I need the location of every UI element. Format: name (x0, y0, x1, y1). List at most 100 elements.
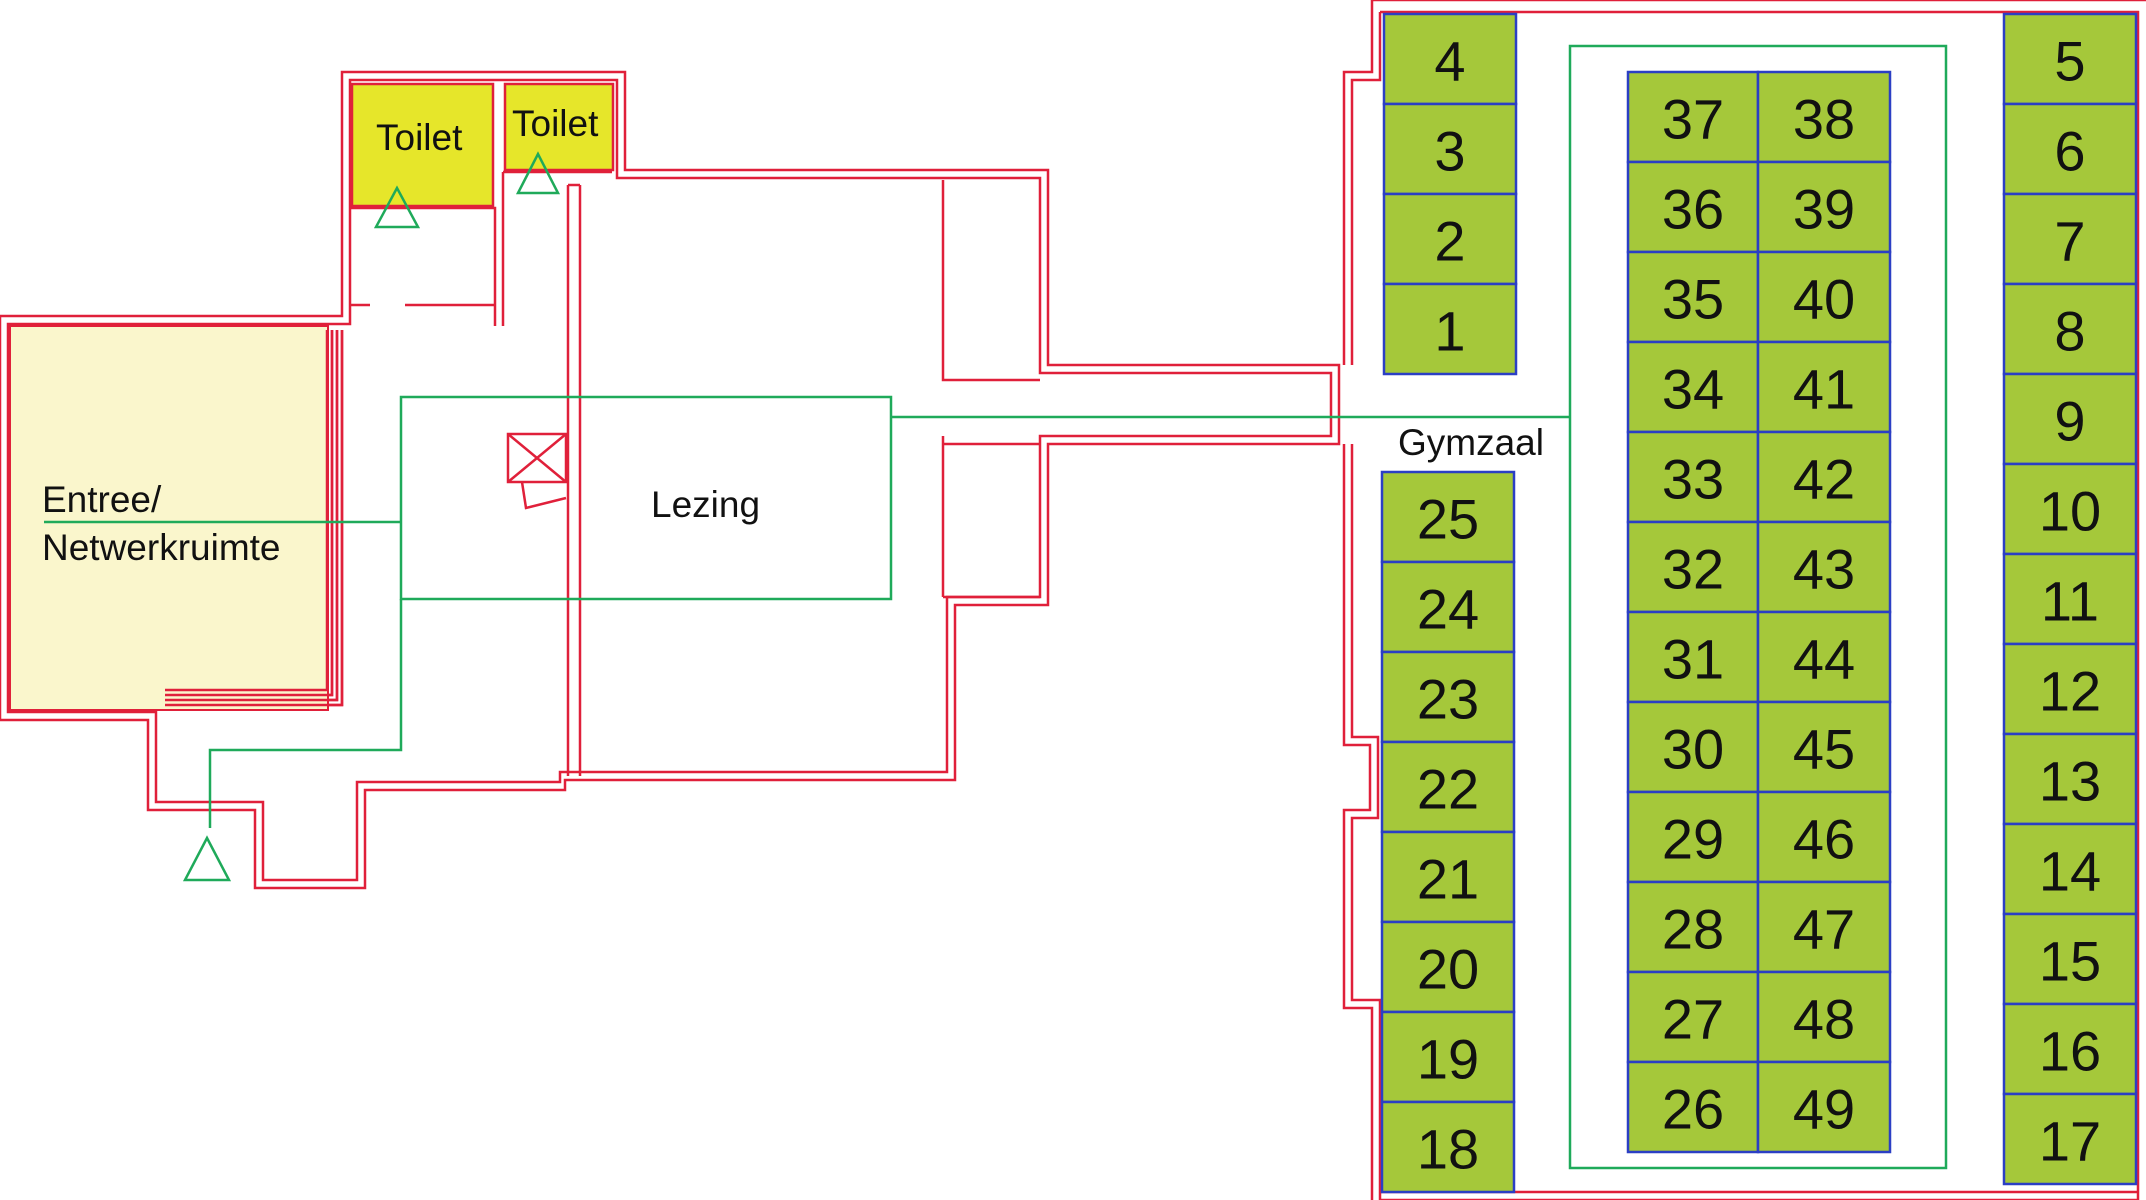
table-cell (1756, 700, 1892, 794)
table-number: 47 (1793, 898, 1855, 961)
table-number: 29 (1662, 808, 1724, 871)
access-triangle-icon (182, 835, 232, 882)
table-left-bottom-7: 18 (1380, 1100, 1516, 1194)
table-number: 15 (2039, 930, 2101, 993)
table-center-left-8: 29 (1626, 790, 1760, 884)
table-center-left-6: 31 (1626, 610, 1760, 704)
table-cell (1756, 70, 1892, 164)
table-center-left-1: 36 (1626, 160, 1760, 254)
table-number: 37 (1662, 88, 1724, 151)
table-cell (2002, 192, 2138, 286)
table-number: 26 (1662, 1078, 1724, 1141)
table-cell (2002, 462, 2138, 556)
table-left-top-2: 2 (1382, 192, 1518, 286)
table-number: 6 (2054, 120, 2085, 183)
table-number: 18 (1417, 1118, 1479, 1181)
table-center-left-11: 26 (1626, 1060, 1760, 1154)
table-number: 14 (2039, 840, 2101, 903)
table-left-top-3: 1 (1382, 282, 1518, 376)
table-left-bottom-0: 25 (1380, 470, 1516, 564)
table-left-top-0: 4 (1382, 12, 1518, 106)
table-right-10: 15 (2002, 912, 2138, 1006)
table-left-bottom-2: 23 (1380, 650, 1516, 744)
table-left-top-1: 3 (1382, 102, 1518, 196)
lezing-label: Lezing (651, 484, 760, 525)
table-center-right-4: 42 (1756, 430, 1892, 524)
table-right-8: 13 (2002, 732, 2138, 826)
table-cell (1626, 790, 1760, 884)
entree-label-line1: Entree/ (42, 479, 162, 520)
table-left-bottom-1: 24 (1380, 560, 1516, 654)
table-center-right-9: 47 (1756, 880, 1892, 974)
table-number: 20 (1417, 938, 1479, 1001)
table-number: 10 (2039, 480, 2101, 543)
table-center-right-7: 45 (1756, 700, 1892, 794)
table-cell (1626, 340, 1760, 434)
table-cell (1380, 560, 1516, 654)
table-right-5: 10 (2002, 462, 2138, 556)
table-cell (1380, 1100, 1516, 1194)
table-right-4: 9 (2002, 372, 2138, 466)
table-left-bottom-3: 22 (1380, 740, 1516, 834)
table-center-right-2: 40 (1756, 250, 1892, 344)
table-cell (1380, 920, 1516, 1014)
table-number: 43 (1793, 538, 1855, 601)
table-number: 30 (1662, 718, 1724, 781)
table-cell (1756, 250, 1892, 344)
table-cell (1382, 282, 1518, 376)
table-number: 40 (1793, 268, 1855, 331)
table-number: 38 (1793, 88, 1855, 151)
table-cell (2002, 372, 2138, 466)
table-cell (2002, 642, 2138, 736)
table-center-left-3: 34 (1626, 340, 1760, 434)
table-left-bottom-4: 21 (1380, 830, 1516, 924)
table-right-1: 6 (2002, 102, 2138, 196)
table-cell (1626, 430, 1760, 524)
table-number: 28 (1662, 898, 1724, 961)
table-number: 19 (1417, 1028, 1479, 1091)
table-center-right-6: 44 (1756, 610, 1892, 704)
table-number: 34 (1662, 358, 1724, 421)
toilet-right-room (503, 82, 615, 172)
table-number: 25 (1417, 488, 1479, 551)
table-center-left-0: 37 (1626, 70, 1760, 164)
table-cell (2002, 912, 2138, 1006)
tables-layer: 4321252423222120191837363534333231302928… (1380, 12, 2138, 1194)
table-number: 39 (1793, 178, 1855, 241)
table-number: 17 (2039, 1110, 2101, 1173)
table-number: 49 (1793, 1078, 1855, 1141)
toilet-right-label: Toilet (512, 103, 599, 144)
table-center-left-9: 28 (1626, 880, 1760, 974)
table-right-3: 8 (2002, 282, 2138, 376)
table-number: 1 (1434, 300, 1465, 363)
projector-icon (506, 432, 568, 510)
table-right-9: 14 (2002, 822, 2138, 916)
table-center-right-8: 46 (1756, 790, 1892, 884)
table-center-right-5: 43 (1756, 520, 1892, 614)
lezing-area (399, 395, 893, 601)
table-cell (1756, 520, 1892, 614)
table-right-7: 12 (2002, 642, 2138, 736)
table-cell (2002, 822, 2138, 916)
table-number: 41 (1793, 358, 1855, 421)
access-markers (182, 151, 561, 882)
entree-room (9, 325, 329, 711)
table-center-right-10: 48 (1756, 970, 1892, 1064)
table-number: 13 (2039, 750, 2101, 813)
access-triangle-icon (373, 185, 421, 229)
gymzaal-label: Gymzaal (1398, 422, 1544, 463)
table-cell (2002, 282, 2138, 376)
table-left-bottom-6: 19 (1380, 1010, 1516, 1104)
table-center-left-2: 35 (1626, 250, 1760, 344)
toilet-left-label: Toilet (376, 117, 463, 158)
table-cell (1382, 12, 1518, 106)
table-number: 2 (1434, 210, 1465, 273)
table-center-right-11: 49 (1756, 1060, 1892, 1154)
network-lines (44, 44, 1948, 1170)
table-number: 27 (1662, 988, 1724, 1051)
table-number: 4 (1434, 30, 1465, 93)
table-cell (2002, 552, 2138, 646)
table-center-right-3: 41 (1756, 340, 1892, 434)
